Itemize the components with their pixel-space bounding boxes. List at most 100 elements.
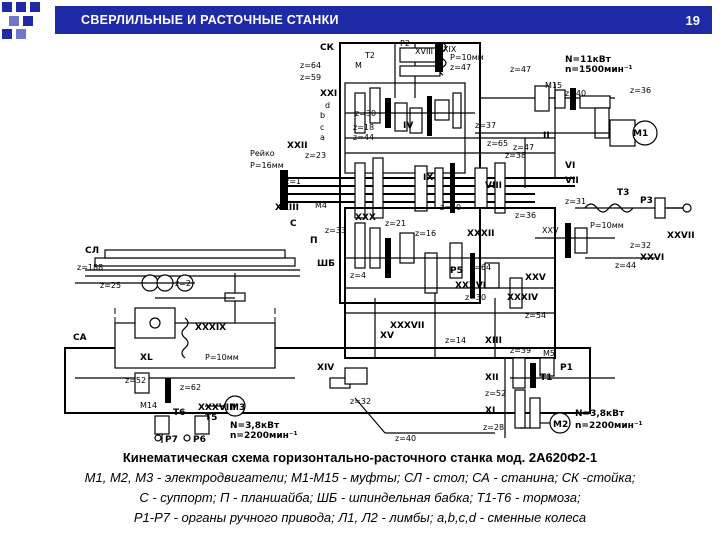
svg-text:z=40: z=40 bbox=[395, 434, 416, 443]
svg-text:XXI: XXI bbox=[320, 89, 337, 99]
svg-text:z=65: z=65 bbox=[487, 139, 508, 148]
svg-text:z=52: z=52 bbox=[485, 389, 506, 398]
svg-text:P=10мм: P=10мм bbox=[450, 53, 484, 62]
svg-text:XVIII: XVIII bbox=[415, 47, 433, 56]
svg-text:z=47: z=47 bbox=[513, 143, 534, 152]
svg-text:XXXVIII: XXXVIII bbox=[198, 403, 236, 413]
svg-text:z=38: z=38 bbox=[505, 151, 526, 160]
svg-text:z=4: z=4 bbox=[350, 271, 366, 280]
svg-text:VIII: VIII bbox=[485, 181, 502, 191]
svg-text:Т3: Т3 bbox=[617, 188, 629, 198]
svg-text:М15: М15 bbox=[545, 81, 562, 90]
svg-text:n=2200мин⁻¹: n=2200мин⁻¹ bbox=[575, 421, 643, 431]
svg-text:Р=10мм: Р=10мм bbox=[205, 353, 239, 362]
svg-text:XXXVI: XXXVI bbox=[455, 281, 486, 291]
svg-text:z=47: z=47 bbox=[510, 65, 531, 74]
svg-text:z=36: z=36 bbox=[630, 86, 651, 95]
svg-text:XIX: XIX bbox=[443, 45, 457, 54]
table-assembly bbox=[75, 249, 300, 338]
svg-text:XXXIX: XXXIX bbox=[195, 323, 226, 333]
svg-text:Р=10мм: Р=10мм bbox=[590, 221, 624, 230]
svg-text:Т6: Т6 bbox=[173, 408, 185, 418]
figure-caption: Кинематическая схема горизонтально-расто… bbox=[20, 448, 700, 528]
svg-text:z=62: z=62 bbox=[180, 383, 201, 392]
svg-text:М14: М14 bbox=[140, 401, 157, 410]
svg-text:z=1: z=1 bbox=[285, 177, 301, 186]
svg-text:XXXIV: XXXIV bbox=[507, 293, 538, 303]
bed-frame bbox=[64, 307, 591, 443]
svg-text:XII: XII bbox=[485, 373, 499, 383]
spindle-head-frame bbox=[344, 207, 556, 359]
svg-text:z=32: z=32 bbox=[630, 241, 651, 250]
svg-text:Р6: Р6 bbox=[193, 435, 206, 445]
svg-text:СЛ: СЛ bbox=[85, 246, 99, 256]
svg-text:Р7: Р7 bbox=[165, 435, 178, 445]
svg-text:z=30: z=30 bbox=[465, 293, 486, 302]
svg-text:z=16: z=16 bbox=[415, 229, 436, 238]
svg-text:II: II bbox=[543, 131, 550, 141]
svg-text:ШБ: ШБ bbox=[317, 259, 335, 269]
svg-text:М2: М2 bbox=[553, 420, 568, 430]
svg-text:Р5: Р5 bbox=[450, 266, 463, 276]
svg-text:Рейко: Рейко bbox=[250, 149, 275, 158]
svg-text:z=23: z=23 bbox=[305, 151, 326, 160]
svg-text:z=44: z=44 bbox=[615, 261, 636, 270]
decorative-squares bbox=[2, 2, 40, 39]
svg-text:М1: М1 bbox=[633, 129, 648, 139]
caption-line-3: Р1-Р7 - органы ручного привода; Л1, Л2 -… bbox=[133, 510, 587, 525]
svg-text:СК: СК bbox=[320, 43, 335, 53]
svg-text:z=50: z=50 bbox=[440, 203, 461, 212]
svg-text:z=47: z=47 bbox=[450, 63, 471, 72]
svg-text:z=40: z=40 bbox=[565, 89, 586, 98]
svg-text:XXVII: XXVII bbox=[667, 231, 695, 241]
svg-text:c: c bbox=[320, 123, 324, 132]
svg-text:XXV: XXV bbox=[542, 226, 559, 235]
svg-text:Р2: Р2 bbox=[400, 39, 410, 48]
svg-text:z=31: z=31 bbox=[565, 197, 586, 206]
svg-text:z=21: z=21 bbox=[385, 219, 406, 228]
gearbox-upper bbox=[344, 82, 466, 174]
svg-text:XXII: XXII bbox=[287, 141, 308, 151]
svg-text:n=1500мин⁻¹: n=1500мин⁻¹ bbox=[565, 65, 633, 75]
svg-text:XXV: XXV bbox=[525, 273, 546, 283]
svg-text:Т5: Т5 bbox=[205, 413, 217, 423]
svg-text:z=28: z=28 bbox=[483, 423, 504, 432]
motor-m1-drive bbox=[475, 83, 658, 188]
svg-text:d: d bbox=[325, 101, 330, 110]
svg-text:IV: IV bbox=[403, 121, 413, 131]
svg-text:XV: XV bbox=[380, 331, 394, 341]
svg-text:z=54: z=54 bbox=[525, 311, 546, 320]
svg-text:XXXII: XXXII bbox=[467, 229, 495, 239]
svg-text:z=39: z=39 bbox=[510, 346, 531, 355]
svg-text:z=59: z=59 bbox=[300, 73, 321, 82]
svg-text:z=64: z=64 bbox=[470, 263, 491, 272]
svg-text:VII: VII bbox=[565, 176, 579, 186]
svg-text:z=188: z=188 bbox=[77, 263, 103, 272]
caption-line-2: С - суппорт; П - планшайба; ШБ - шпиндел… bbox=[139, 490, 581, 505]
svg-text:IX: IX bbox=[423, 173, 433, 183]
svg-text:XL: XL bbox=[140, 353, 153, 363]
svg-text:М3: М3 bbox=[230, 403, 245, 413]
svg-text:N=3,8кВт: N=3,8кВт bbox=[230, 421, 280, 431]
svg-text:z=52: z=52 bbox=[125, 376, 146, 385]
svg-text:z=2: z=2 bbox=[175, 279, 191, 288]
svg-text:СА: СА bbox=[73, 333, 87, 343]
svg-text:z=36: z=36 bbox=[515, 211, 536, 220]
svg-text:Р1: Р1 bbox=[560, 363, 573, 373]
brake-t3-assembly bbox=[535, 197, 692, 259]
svg-text:z=30: z=30 bbox=[355, 109, 376, 118]
svg-text:z=25: z=25 bbox=[100, 281, 121, 290]
svg-text:b: b bbox=[320, 111, 325, 120]
svg-text:z=33: z=33 bbox=[325, 226, 346, 235]
svg-text:a: a bbox=[320, 133, 325, 142]
svg-text:z=18: z=18 bbox=[353, 123, 374, 132]
svg-text:z=37: z=37 bbox=[475, 121, 496, 130]
svg-text:XIII: XIII bbox=[485, 336, 502, 346]
svg-text:z=64: z=64 bbox=[300, 61, 321, 70]
svg-text:XIV: XIV bbox=[317, 363, 334, 373]
header-title: СВЕРЛИЛЬНЫЕ И РАСТОЧНЫЕ СТАНКИ bbox=[81, 13, 339, 27]
svg-text:VI: VI bbox=[565, 161, 575, 171]
page-number: 19 bbox=[685, 12, 700, 28]
svg-text:N=3,8кВт: N=3,8кВт bbox=[575, 409, 625, 419]
svg-text:М: М bbox=[355, 61, 362, 70]
